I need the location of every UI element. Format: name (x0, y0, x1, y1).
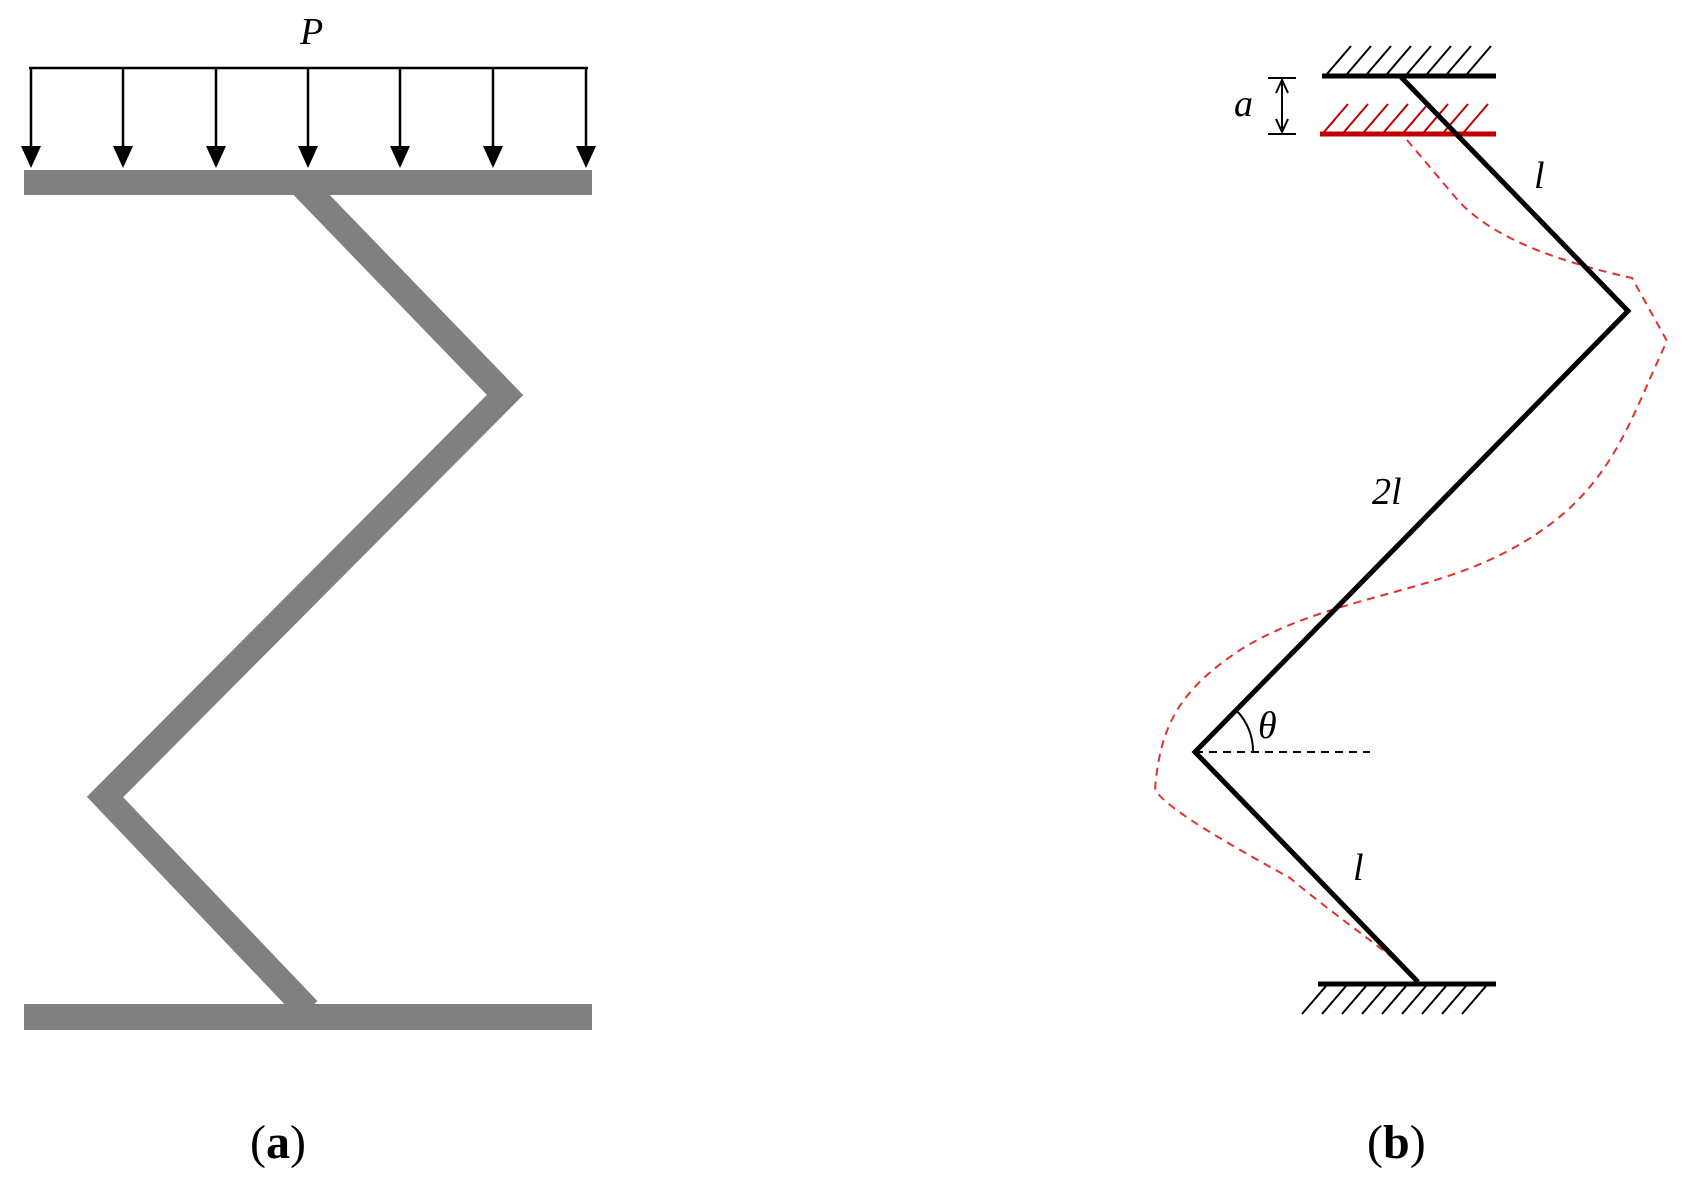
load-arrowhead (576, 146, 596, 168)
bottom-support-hatch (1301, 985, 1487, 1015)
distributed-load: P (21, 11, 596, 168)
caption-b-close: ) (1410, 1116, 1426, 1169)
zigzag-beam (86, 175, 524, 1019)
displaced-support-hatch (1323, 103, 1489, 133)
load-arrows (21, 68, 596, 168)
load-arrowhead (390, 146, 410, 168)
caption-b-letter: b (1383, 1116, 1410, 1169)
displaced-support (1320, 103, 1496, 137)
panel-b: a θ l 2l l (1153, 45, 1669, 1169)
deformed-shape (1153, 139, 1669, 981)
top-fixed-support (1322, 45, 1496, 79)
angle-label: θ (1258, 705, 1277, 747)
middle-segment-label: 2l (1372, 471, 1402, 513)
top-support-hatch (1326, 45, 1492, 75)
load-label: P (299, 11, 323, 53)
load-arrowhead (113, 146, 133, 168)
dimension-arrowhead-up (1275, 77, 1289, 94)
zigzag-beam-model (1191, 74, 1632, 984)
panel-a: P (a) (21, 11, 596, 1169)
load-arrowhead (206, 146, 226, 168)
caption-b-open: ( (1367, 1116, 1383, 1169)
angle-arc (1235, 709, 1255, 753)
displacement-label: a (1234, 83, 1253, 125)
caption-a-open: ( (250, 1116, 266, 1169)
load-arrowhead (298, 146, 318, 168)
load-arrowhead (21, 146, 41, 168)
displacement-dimension: a (1234, 77, 1296, 135)
top-segment-label: l (1534, 155, 1545, 197)
caption-a: (a) (250, 1116, 306, 1169)
caption-a-close: ) (290, 1116, 306, 1169)
bottom-fixed-support (1301, 981, 1496, 1015)
bottom-segment-label: l (1353, 847, 1364, 889)
load-arrowhead (483, 146, 503, 168)
dimension-arrowhead-down (1275, 118, 1289, 135)
caption-b: (b) (1367, 1116, 1426, 1169)
caption-a-letter: a (266, 1116, 290, 1169)
